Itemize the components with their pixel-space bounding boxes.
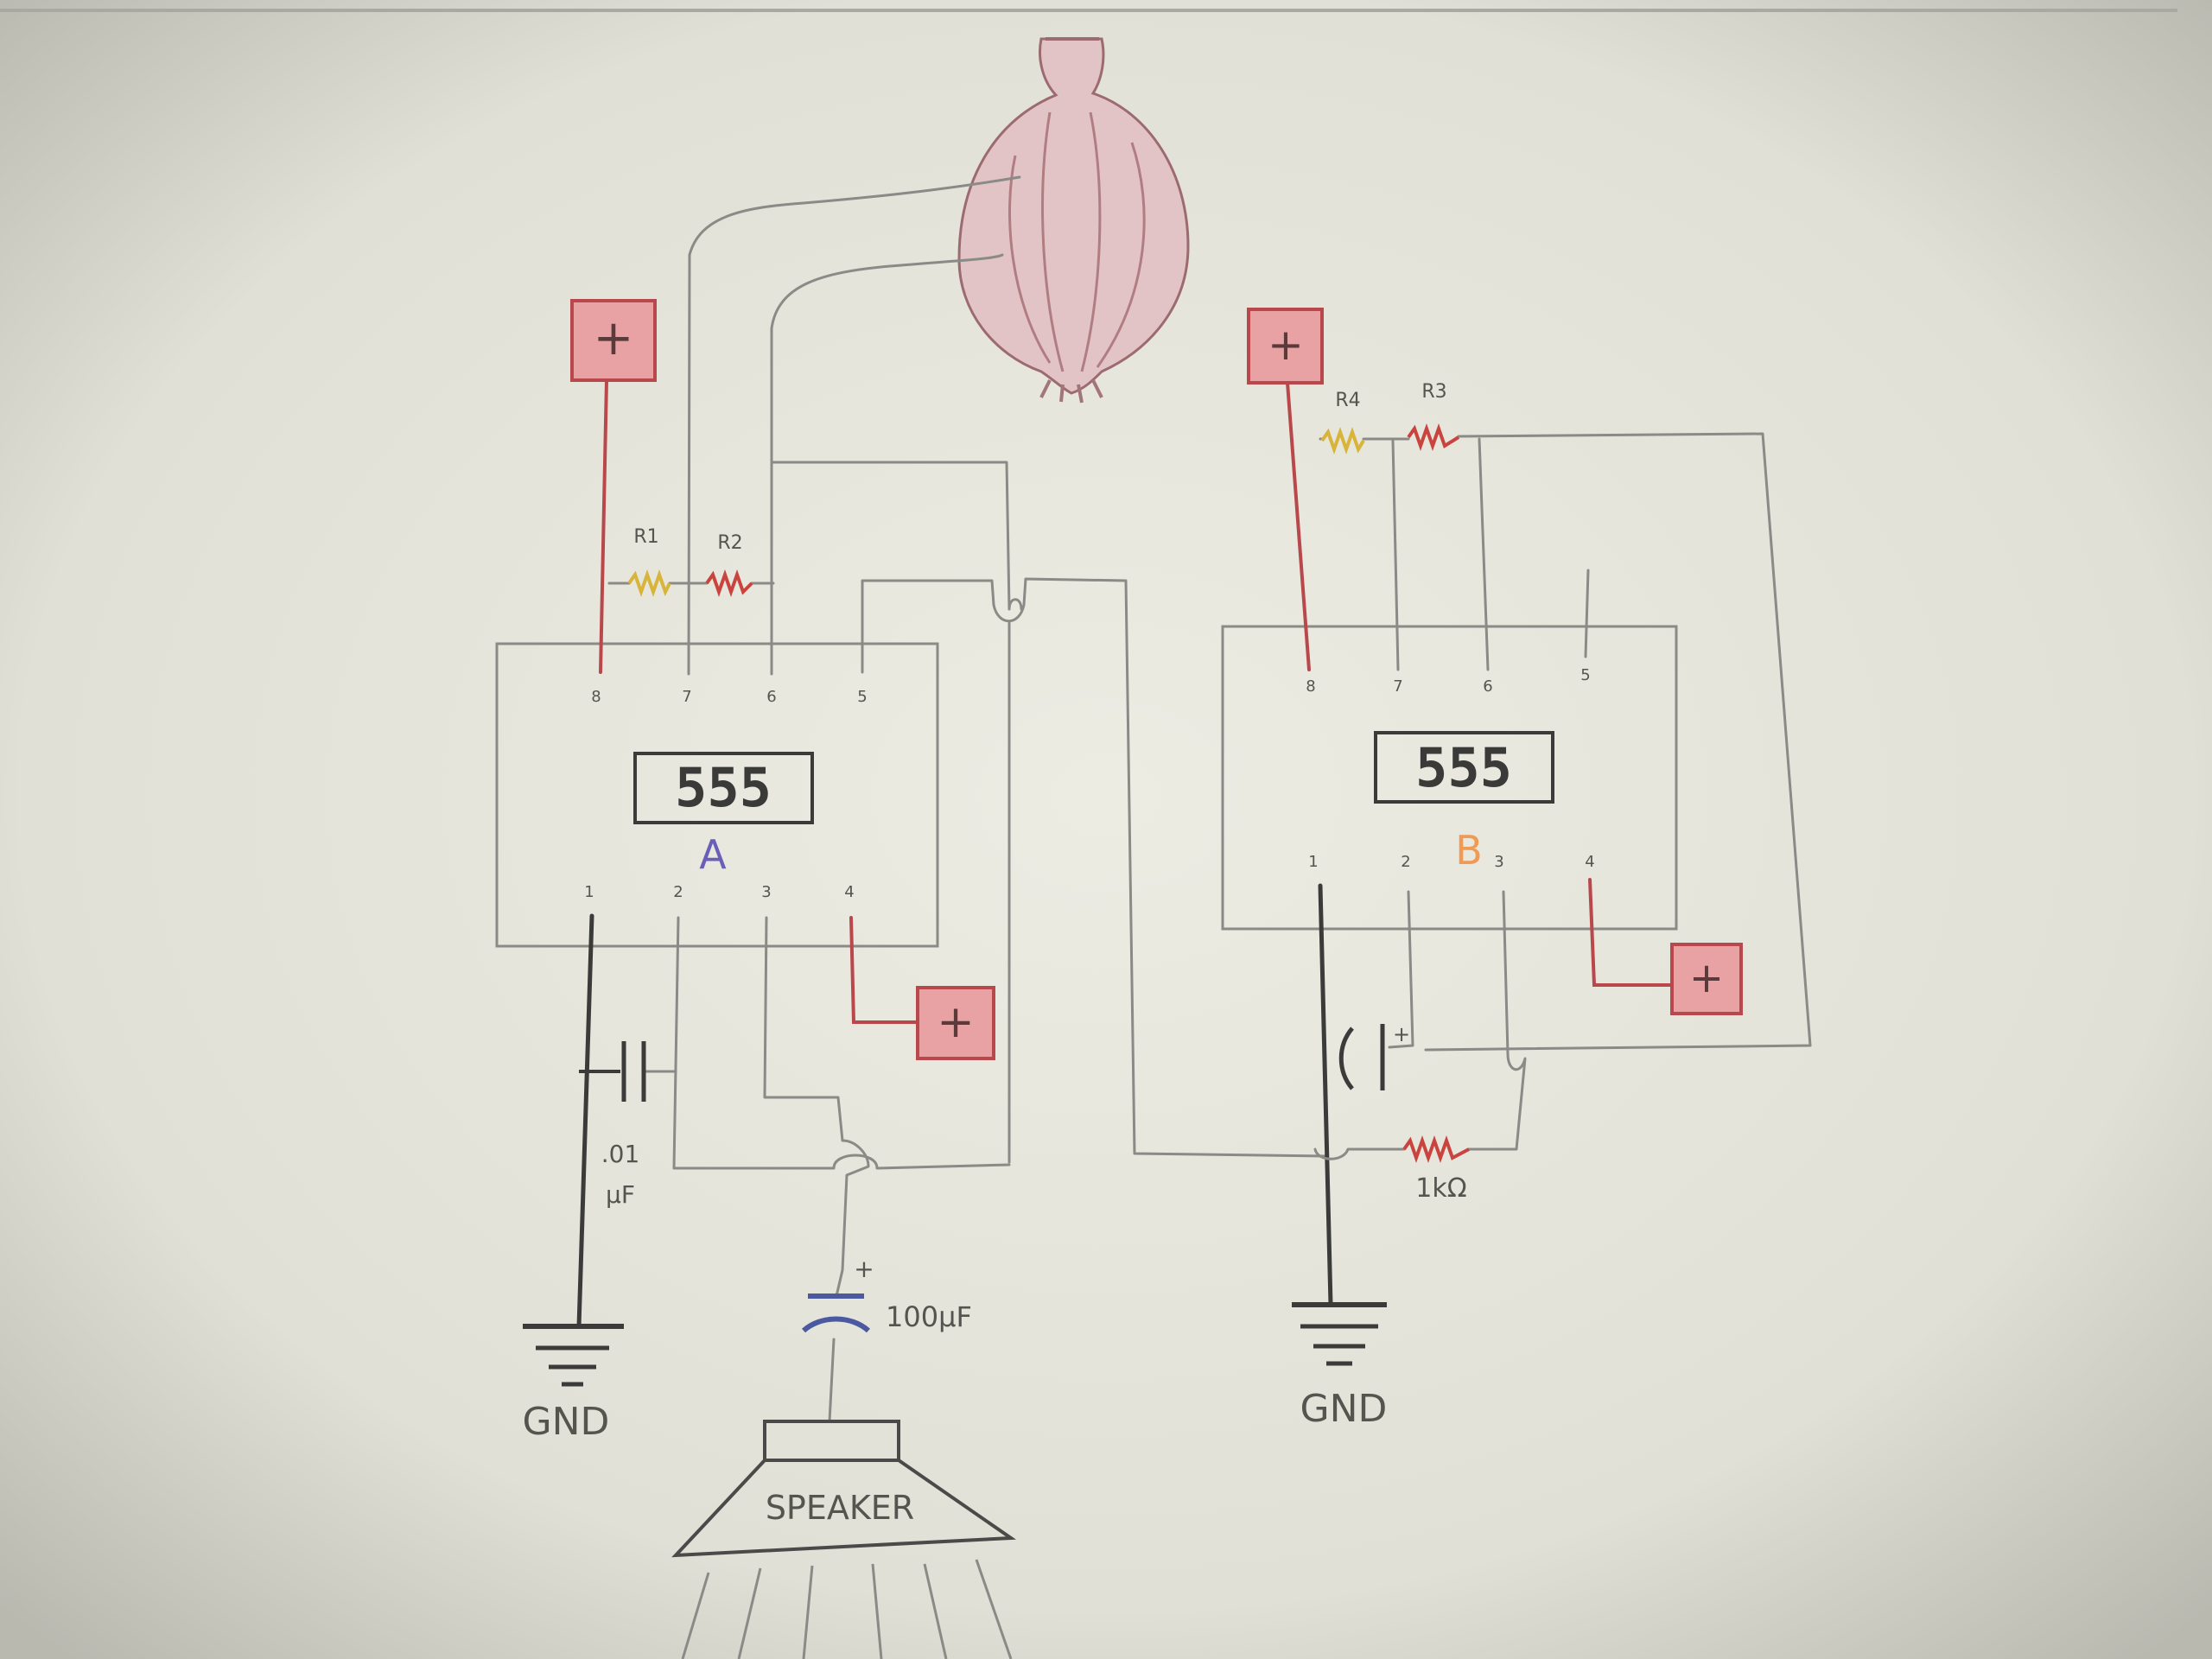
ground-a-label: GND — [523, 1400, 610, 1444]
resistor-1k-label: 1kΩ — [1415, 1173, 1466, 1204]
chip-b-label: B — [1455, 827, 1483, 874]
chip-b-pin-5: 5 — [1580, 666, 1590, 684]
power-plus-a-bottom: + — [937, 996, 975, 1048]
chip-a-body — [495, 642, 939, 948]
wire-a-pin3-speaker — [763, 916, 870, 1298]
power-plus-a-top: + — [594, 310, 634, 366]
wire-b-pin3 — [1467, 890, 1527, 1151]
resistor-r4-label: R4 — [1335, 390, 1360, 411]
chip-b-body — [1221, 625, 1678, 931]
chip-b-title-box — [1374, 731, 1554, 804]
ground-icon: GND — [1292, 1302, 1388, 1431]
capacitor-icon: + 100μF — [801, 1255, 972, 1333]
chip-a-pin-2: 2 — [673, 883, 683, 901]
capacitor-icon: + — [1338, 1022, 1410, 1090]
chip-a-pin-8: 8 — [591, 688, 601, 706]
wire-b-pin6 — [1478, 437, 1490, 671]
chip-b-pin-6: 6 — [1483, 677, 1492, 696]
resistor-r1-label: R1 — [633, 526, 658, 548]
wire-b-pin4-vcc — [1588, 878, 1674, 987]
chip-a-pin-3: 3 — [761, 883, 771, 901]
chip-555-a: 555 A 8 7 6 5 1 2 3 4 — [495, 642, 939, 948]
wire-a-pin5-top — [861, 577, 1328, 1158]
battery-plus-icon: + — [916, 986, 995, 1060]
chip-a-pin-7: 7 — [682, 688, 691, 706]
wire-b-pin1-gnd — [1318, 883, 1333, 1307]
capacitor-small-value: .01 — [601, 1140, 640, 1168]
chip-a-title: 555 — [675, 756, 772, 819]
chip-555-b: 555 B 8 7 6 5 1 2 3 4 — [1221, 625, 1678, 931]
wire-b-pin5 — [1584, 569, 1590, 658]
wire-b-pin2 — [1388, 890, 1414, 1049]
capacitor-small-unit: μF — [606, 1180, 635, 1209]
chip-b-pin-3: 3 — [1494, 853, 1503, 871]
speaker-label: SPEAKER — [766, 1489, 914, 1527]
wire-a-pin7-onion — [687, 175, 1021, 676]
resistor-icon: R3 — [1407, 381, 1460, 452]
ground-icon: GND — [523, 1324, 624, 1444]
wire-b-pin7 — [1391, 439, 1400, 671]
chip-b-title: 555 — [1415, 736, 1512, 799]
chip-b-pin-1: 1 — [1308, 853, 1318, 871]
power-plus-b-top: + — [1268, 320, 1304, 370]
chip-b-pin-4: 4 — [1585, 853, 1594, 871]
resistor-icon: R1 — [627, 526, 671, 598]
chip-b-pin-7: 7 — [1393, 677, 1402, 696]
resistor-icon: R4 — [1320, 390, 1365, 455]
resistor-r2-label: R2 — [717, 532, 742, 554]
wire-b-vcc-pin8 — [1286, 381, 1311, 671]
capacitor-large-value: 100μF — [886, 1300, 972, 1333]
wire-a-pin1-gnd — [576, 913, 594, 1329]
ground-b-label: GND — [1300, 1387, 1388, 1431]
battery-plus-icon: + — [570, 299, 657, 382]
wire-b-1k-left — [1313, 1147, 1406, 1160]
wire-a-pin4-vcc — [849, 916, 919, 1024]
power-plus-b-bottom: + — [1689, 954, 1724, 1002]
capacitor-large-polarity: + — [854, 1255, 874, 1283]
resistor-icon: R2 — [705, 532, 753, 598]
wire-a-pin6-onion — [770, 253, 1004, 676]
capacitor-icon: .01 μF — [579, 1041, 646, 1209]
chip-b-pin-8: 8 — [1306, 677, 1315, 696]
wire-a-pin2 — [672, 916, 1011, 1170]
capacitor-b-polarity: + — [1393, 1022, 1410, 1046]
wire-a-vcc-pin8 — [599, 378, 608, 674]
resistor-r3-label: R3 — [1421, 381, 1446, 403]
chip-a-title-box — [633, 752, 814, 824]
chip-a-pin-6: 6 — [766, 688, 776, 706]
wire-a-pin6-loop — [772, 461, 1023, 611]
battery-plus-icon: + — [1670, 943, 1743, 1015]
speaker-icon: SPEAKER — [671, 1420, 1016, 1659]
resistor-icon: 1kΩ — [1402, 1135, 1470, 1204]
chip-a-pin-4: 4 — [844, 883, 854, 901]
chip-b-pin-2: 2 — [1401, 853, 1410, 871]
chip-a-label: A — [699, 831, 727, 878]
wire-a-cap-speaker — [828, 1338, 836, 1423]
battery-plus-icon: + — [1247, 308, 1324, 385]
chip-a-pin-1: 1 — [584, 883, 594, 901]
chip-a-pin-5: 5 — [857, 688, 867, 706]
